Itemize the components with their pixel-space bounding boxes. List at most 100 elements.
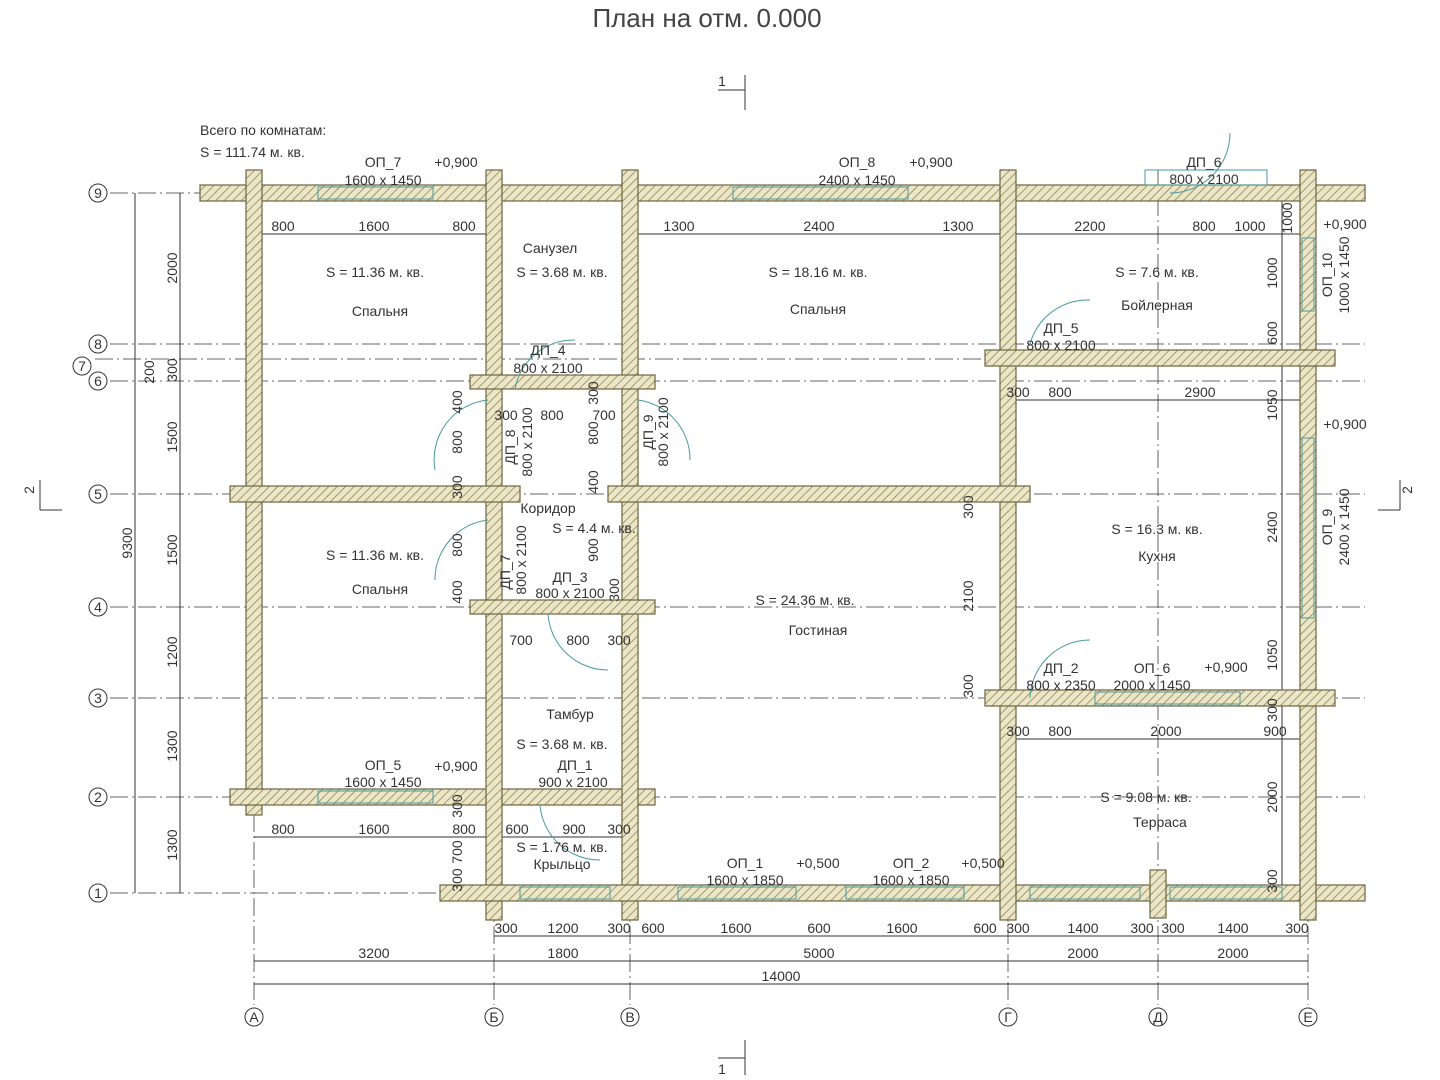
room-labels: S = 11.36 м. кв. Спальня Санузел S = 3.6…	[326, 240, 1203, 872]
room-area: S = 24.36 м. кв.	[755, 592, 854, 608]
dimension-text: 2000	[164, 252, 180, 283]
opening-size: 800 x 2100	[535, 585, 604, 601]
opening-size: 800 x 2350	[1026, 677, 1095, 693]
room-area: S = 7.6 м. кв.	[1115, 264, 1199, 280]
dimension-text: 300	[494, 407, 518, 423]
room-name: Крыльцо	[533, 856, 590, 872]
dimension-text: 2000	[1217, 945, 1248, 961]
dimension-text: 300	[449, 868, 465, 892]
dimension-text: 600	[807, 920, 831, 936]
dimension-text: 400	[585, 470, 601, 494]
dimension-text: 1000	[1279, 202, 1295, 233]
axis-label: Е	[1303, 1009, 1312, 1025]
dimension-text: 300	[607, 821, 631, 837]
opening-size: 800 x 2100	[519, 407, 535, 476]
opening-size: 2400 x 1450	[818, 172, 895, 188]
room-name: Гостиная	[789, 622, 848, 638]
dimension-text: 300	[1264, 698, 1280, 722]
dimension-text: 600	[973, 920, 997, 936]
dimension-text: 1200	[164, 636, 180, 667]
dimension-text: 300	[960, 495, 976, 519]
dimension-text: 1600	[358, 218, 389, 234]
opening-id: ОП_7	[365, 154, 402, 170]
dimension-text: 1500	[164, 534, 180, 565]
dimension-text: 1300	[164, 829, 180, 860]
room-area: S = 16.3 м. кв.	[1111, 521, 1202, 537]
opening-size: 1600 x 1850	[872, 872, 949, 888]
axis-label: 6	[94, 373, 102, 389]
dimension-text: 600	[505, 821, 529, 837]
opening-mark: +0,900	[1204, 659, 1247, 675]
summary-label: Всего по комнатам:	[200, 122, 326, 138]
axis-label: 3	[94, 690, 102, 706]
room-name: Спальня	[790, 301, 846, 317]
dimension-text: 300	[960, 674, 976, 698]
opening-id: ДП_8	[502, 429, 518, 464]
dimension-text: 2900	[1184, 384, 1215, 400]
room-name: Бойлерная	[1121, 297, 1193, 313]
opening-mark: +0,900	[909, 154, 952, 170]
dimension-text: 300	[1006, 384, 1030, 400]
opening-id: ОП_5	[365, 757, 402, 773]
dimension-text: 300	[449, 475, 465, 499]
dimension-text: 700	[509, 632, 533, 648]
opening-id: ДП_1	[557, 757, 592, 773]
opening-mark: +0,500	[796, 855, 839, 871]
axis-label: 5	[94, 486, 102, 502]
dimension-text: 2100	[960, 580, 976, 611]
dimension-text: 1600	[720, 920, 751, 936]
room-area: S = 3.68 м. кв.	[516, 736, 607, 752]
dimension-text: 300	[164, 358, 180, 382]
opening-size: 800 x 2100	[1169, 171, 1238, 187]
axis-label: 2	[94, 789, 102, 805]
room-area: S = 18.16 м. кв.	[768, 264, 867, 280]
dimension-text: 2400	[1264, 511, 1280, 542]
dimension-text: 1300	[663, 218, 694, 234]
opening-id: ДП_6	[1186, 154, 1221, 170]
section-2-right: 2	[1399, 486, 1415, 494]
axis-label: Д	[1153, 1009, 1163, 1025]
room-name: Коридор	[520, 500, 576, 516]
dimension-text: 800	[452, 821, 476, 837]
opening-size: 2000 x 1450	[1113, 677, 1190, 693]
dimension-text: 800	[566, 632, 590, 648]
dimension-text: 300	[494, 920, 518, 936]
section-marks: 1 1 2 2	[21, 73, 1415, 1077]
dimension-text: 3200	[358, 945, 389, 961]
room-area: S = 11.36 м. кв.	[326, 547, 424, 563]
dimension-text: 14000	[762, 968, 801, 984]
opening-size: 800 x 2100	[1026, 337, 1095, 353]
opening-size: 1600 x 1850	[706, 872, 783, 888]
opening-size: 900 x 2100	[538, 774, 607, 790]
dimension-text: 800	[540, 407, 564, 423]
dimension-text: 900	[585, 538, 601, 562]
axis-label: 7	[78, 358, 86, 374]
axis-label: Б	[489, 1009, 498, 1025]
section-1-top: 1	[718, 73, 726, 89]
dimension-text: 1800	[547, 945, 578, 961]
axis-label: 9	[94, 185, 102, 201]
axis-label: Г	[1004, 1009, 1012, 1025]
dimension-text: 200	[141, 360, 157, 384]
summary-total: S = 111.74 м. кв.	[200, 144, 305, 160]
opening-id: ДП_7	[497, 554, 513, 589]
dimension-text: 9300	[119, 527, 135, 558]
opening-id: ОП_2	[893, 855, 930, 871]
dimension-text: 1050	[1264, 389, 1280, 420]
opening-size: 800 x 2100	[513, 525, 529, 594]
dimension-text: 300	[606, 578, 622, 602]
dimension-text: 700	[592, 407, 616, 423]
axis-label: 1	[94, 885, 102, 901]
dimension-text: 400	[449, 390, 465, 414]
dimension-text: 1050	[1264, 639, 1280, 670]
opening-id: ДП_2	[1043, 660, 1078, 676]
section-2-left: 2	[21, 486, 37, 494]
dimension-text: 300	[1285, 920, 1309, 936]
opening-size: 800 x 2100	[655, 397, 671, 466]
dimension-text: 800	[449, 430, 465, 454]
plan-title: План на отм. 0.000	[592, 3, 821, 33]
dimension-text: 900	[1263, 723, 1287, 739]
dimension-text: 5000	[803, 945, 834, 961]
dimension-text: 800	[1048, 723, 1072, 739]
dimension-text: 800	[452, 218, 476, 234]
